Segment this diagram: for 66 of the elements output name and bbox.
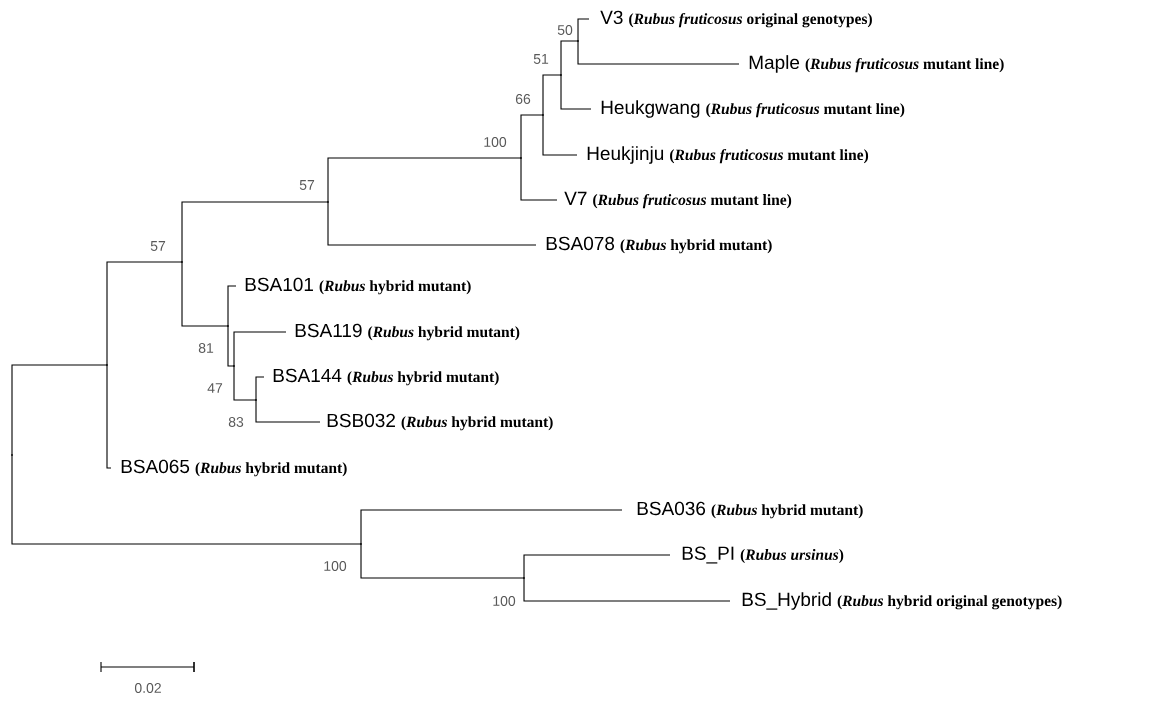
branch-line [11,454,362,545]
taxon-name: BSB032 [327,413,395,428]
bootstrap-value: 57 [299,180,315,190]
taxon-description: (Rubus fruticosus mutant line) [805,58,1004,73]
taxon-name: V7 [564,191,587,205]
taxon-name: Maple [749,55,800,73]
bootstrap-value: 81 [198,343,214,353]
bootstrap-value: 100 [324,561,347,571]
branch-line [327,157,522,203]
scale-value: 0.02 [134,683,161,693]
taxon-name: BSA065 [121,459,190,474]
taxon-description: (Rubus hybrid mutant) [620,239,772,254]
taxon-name: Heukjinju [587,146,664,164]
branch-line [11,364,108,456]
branch-line [542,74,562,116]
taxon-name: BSA078 [546,236,615,251]
branch-line [255,399,321,423]
taxon-name: V3 [600,10,623,25]
taxon-description: (Rubus fruticosus mutant line) [706,103,905,118]
taxon-description: (Rubus hybrid original genotypes) [837,595,1062,610]
taxon-name: Heukgwang [601,100,700,118]
branch-line [523,554,671,579]
branch-line [181,201,329,263]
branch-line [520,114,544,159]
taxon-name: BSA101 [245,277,313,292]
branch-line [227,325,235,367]
bootstrap-value: 51 [533,54,549,64]
branch-line [106,261,183,366]
branch-line [227,285,237,327]
branch-line [560,40,579,76]
taxon-description: (Rubus hybrid mutant) [368,326,520,341]
branch-line [523,577,731,602]
branch-line [233,365,257,401]
taxon-name: BSA036 [637,501,706,516]
taxon-description: (Rubus ursinus) [740,549,844,564]
branch-line [577,18,590,42]
branch-line [106,364,112,469]
bootstrap-value: 100 [484,137,507,147]
bootstrap-value: 83 [228,417,244,427]
branch-line [542,114,578,156]
bootstrap-value: 66 [515,94,531,104]
bootstrap-value: 50 [557,25,573,35]
branch-line [560,74,592,110]
taxon-description: (Rubus hybrid mutant) [347,371,499,386]
branch-line [577,40,740,65]
branch-line [360,509,623,545]
taxon-description: (Rubus hybrid mutant) [195,462,347,477]
branch-line [327,201,537,246]
taxon-description: (Rubus hybrid mutant) [401,416,553,431]
bootstrap-value: 100 [493,596,516,606]
taxon-name: BS_PI [682,546,734,564]
branch-line [360,543,525,579]
branch-line [233,331,287,367]
taxon-name: BSA144 [273,368,342,383]
branch-line [181,261,229,327]
taxon-description: (Rubus fruticosus mutant line) [593,193,792,209]
taxon-name: BSA119 [295,323,362,338]
taxon-description: (Rubus hybrid mutant) [319,280,471,295]
taxon-name: BS_Hybrid [742,592,831,610]
bootstrap-value: 57 [150,241,166,251]
taxon-description: (Rubus fruticosus original genotypes) [629,13,872,28]
taxon-description: (Rubus hybrid mutant) [711,504,863,519]
taxon-description: (Rubus fruticosus mutant line) [670,149,869,164]
branch-line [255,376,265,401]
bootstrap-value: 47 [207,383,223,393]
branch-line [520,157,558,201]
